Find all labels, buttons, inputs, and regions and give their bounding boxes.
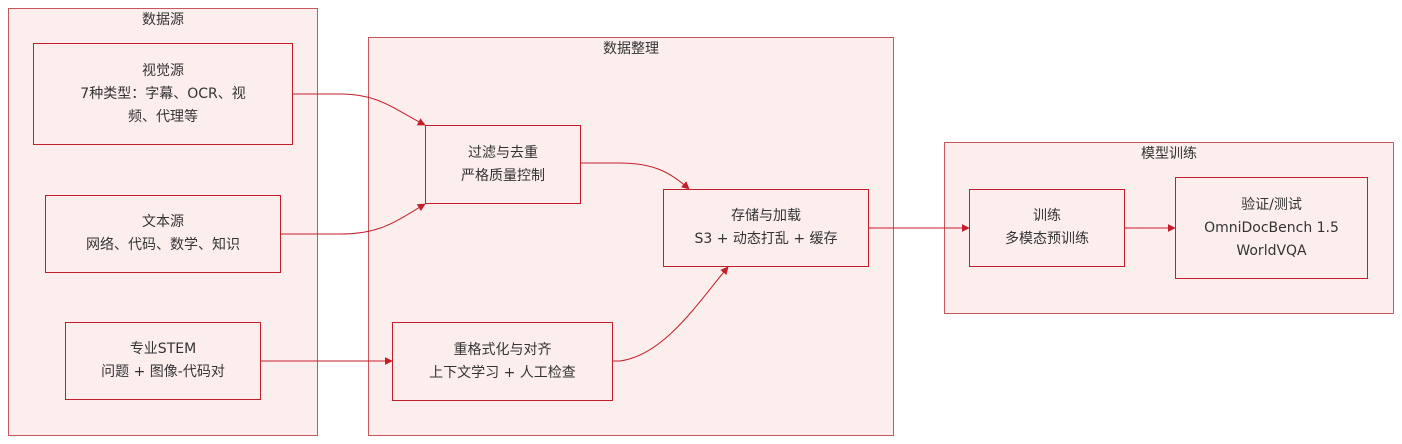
- node-filter-dedup[interactable]: 过滤与去重 严格质量控制: [425, 125, 581, 204]
- node-stem-source-title: 专业STEM: [129, 341, 197, 357]
- node-stem-source-line2: 问题 + 图像-代码对: [101, 364, 225, 380]
- node-text-source-title: 文本源: [142, 214, 184, 230]
- node-training-line2: 多模态预训练: [1005, 231, 1089, 247]
- node-visual-source-title: 视觉源: [142, 62, 184, 79]
- node-storage-loading[interactable]: 存储与加载 S3 + 动态打乱 + 缓存: [663, 189, 869, 267]
- node-visual-source-line3: 频、代理等: [128, 108, 198, 125]
- node-visual-source-line2: 7种类型：字幕、OCR、视: [80, 85, 246, 102]
- node-validation-test-title: 验证/测试: [1241, 196, 1302, 213]
- node-validation-test-line3: WorldVQA: [1236, 242, 1307, 259]
- group-title-data-sources: 数据源: [142, 12, 184, 28]
- edge-visual-to-filter: [293, 93, 426, 126]
- node-stem-source[interactable]: 专业STEM 问题 + 图像-代码对: [65, 322, 261, 400]
- edge-reformat-to-storage: [613, 266, 729, 362]
- node-storage-loading-line2: S3 + 动态打乱 + 缓存: [694, 231, 838, 247]
- node-reformat-align[interactable]: 重格式化与对齐 上下文学习 + 人工检查: [392, 322, 613, 401]
- node-filter-dedup-title: 过滤与去重: [468, 144, 538, 161]
- node-training[interactable]: 训练 多模态预训练: [969, 189, 1125, 267]
- node-validation-test[interactable]: 验证/测试 OmniDocBench 1.5 WorldVQA: [1175, 177, 1368, 279]
- node-text-source[interactable]: 文本源 网络、代码、数学、知识: [45, 195, 281, 273]
- node-validation-test-line2: OmniDocBench 1.5: [1204, 219, 1339, 236]
- edge-text-to-filter: [281, 203, 426, 235]
- edge-filter-to-storage: [581, 162, 690, 190]
- node-reformat-align-title: 重格式化与对齐: [453, 341, 552, 358]
- node-filter-dedup-line2: 严格质量控制: [461, 167, 545, 184]
- group-title-model-training: 模型训练: [1141, 146, 1197, 162]
- node-training-title: 训练: [1033, 208, 1061, 224]
- node-text-source-line2: 网络、代码、数学、知识: [86, 237, 240, 253]
- node-visual-source[interactable]: 视觉源 7种类型：字幕、OCR、视 频、代理等: [33, 43, 293, 145]
- node-reformat-align-line2: 上下文学习 + 人工检查: [429, 364, 576, 381]
- node-storage-loading-title: 存储与加载: [731, 208, 801, 224]
- group-title-data-curation: 数据整理: [603, 41, 659, 57]
